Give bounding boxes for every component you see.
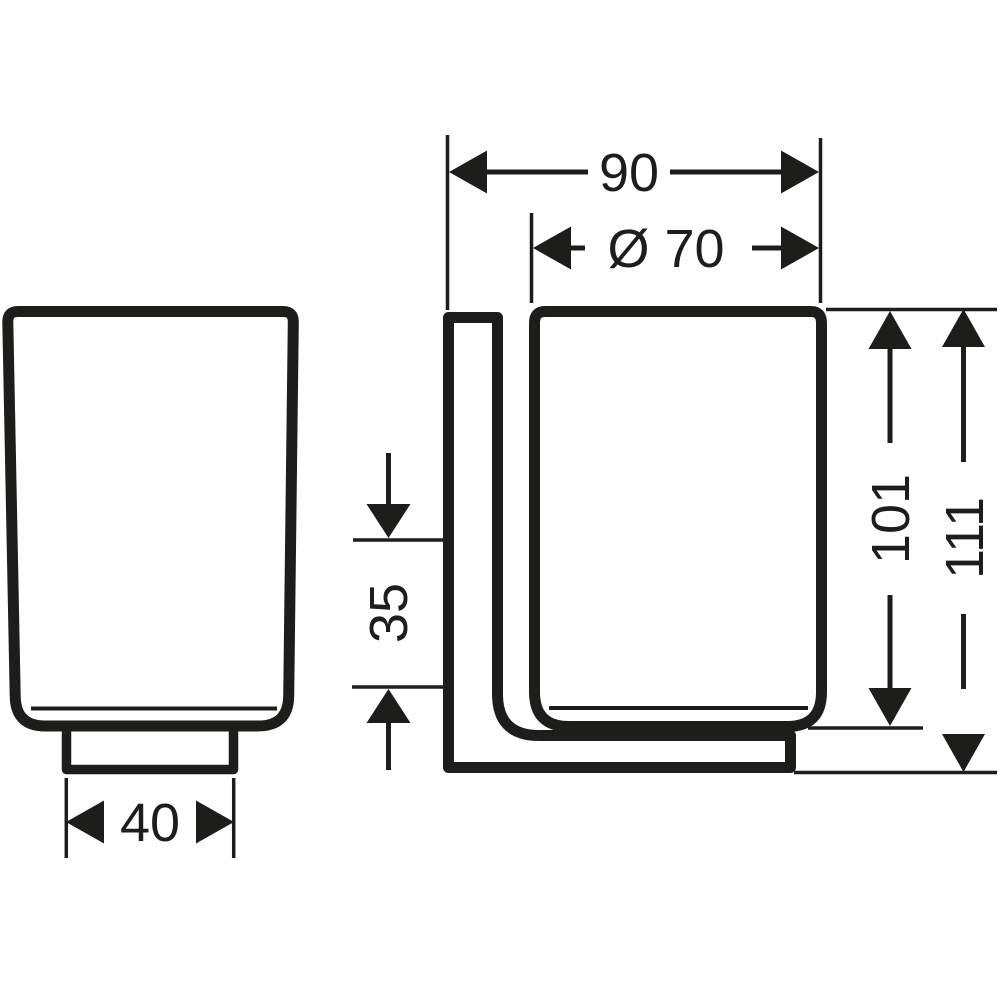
glass-side-outline [529,306,827,732]
dim-glass-height-label: 101 [861,474,921,564]
arrowhead-up [942,309,985,347]
dim-base-width: 40 [64,778,236,858]
dim-total-height-label: 111 [935,497,995,579]
height-extension-lines [794,307,997,775]
front-view [2,306,299,775]
arrowhead-right [781,226,819,270]
dim-base-width-label: 40 [120,793,180,853]
dim-wall-plate-height: 35 [352,453,444,770]
dim-glass-height: 101 [861,311,921,726]
arrowhead-right [781,150,819,194]
dim-total-height: 111 [935,309,995,772]
arrowhead-down [366,504,411,538]
arrowhead-up [868,311,912,349]
glass-front-outline [2,306,299,732]
glass-base [61,730,239,775]
wall-bracket [443,312,796,773]
dim-diameter-label: Ø 70 [607,219,724,279]
dim-diameter: Ø 70 [529,213,819,303]
arrowhead-left [449,150,487,194]
side-view [443,306,827,773]
arrowhead-right [196,800,234,844]
arrowhead-down [942,734,985,772]
dim-wall-plate-height-label: 35 [359,583,419,643]
arrowhead-up [366,689,411,723]
arrowhead-left [533,226,571,270]
dim-width: 90 [445,135,823,310]
dim-width-label: 90 [599,143,659,203]
arrowhead-down [868,688,912,726]
arrowhead-left [66,800,104,844]
